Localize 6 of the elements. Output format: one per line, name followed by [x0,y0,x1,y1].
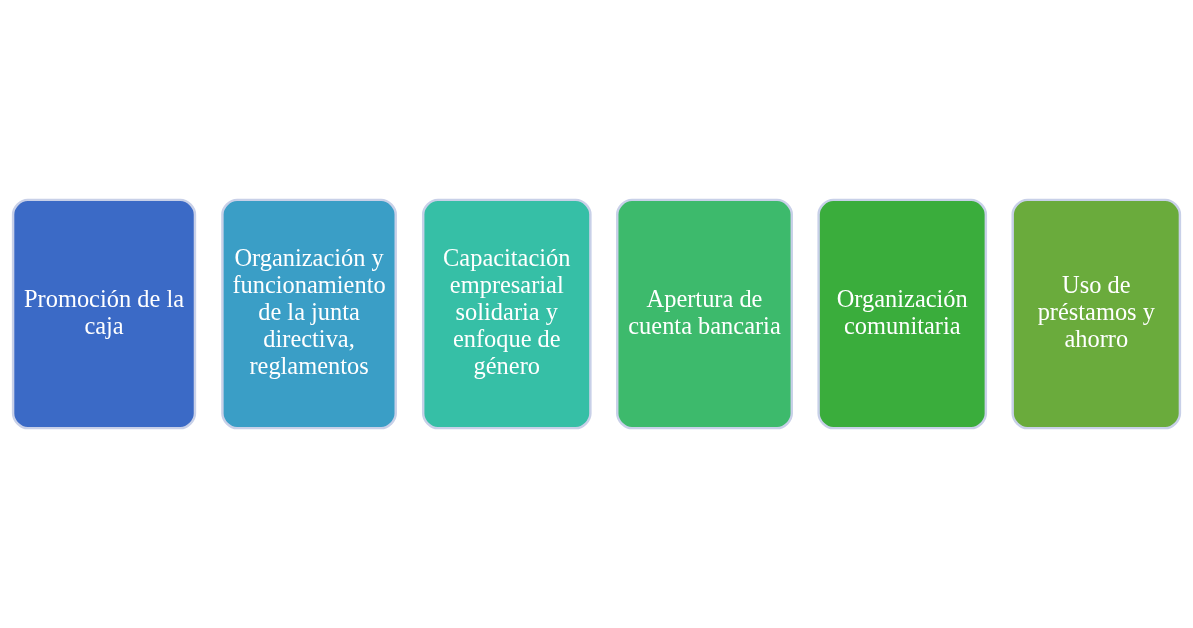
node-box: Organización y funcionamiento de la junta directiva, reglamentos [221,198,397,430]
node-box: Promoción de la caja [11,198,197,430]
node-box: Capacitación empresarial solidaria y enfoque de género [421,198,592,430]
node-box: Uso de préstamos y ahorro [1011,198,1182,430]
node-box: Apertura de cuenta bancaria [616,198,793,430]
node-box: Organización comunitaria [817,198,988,430]
